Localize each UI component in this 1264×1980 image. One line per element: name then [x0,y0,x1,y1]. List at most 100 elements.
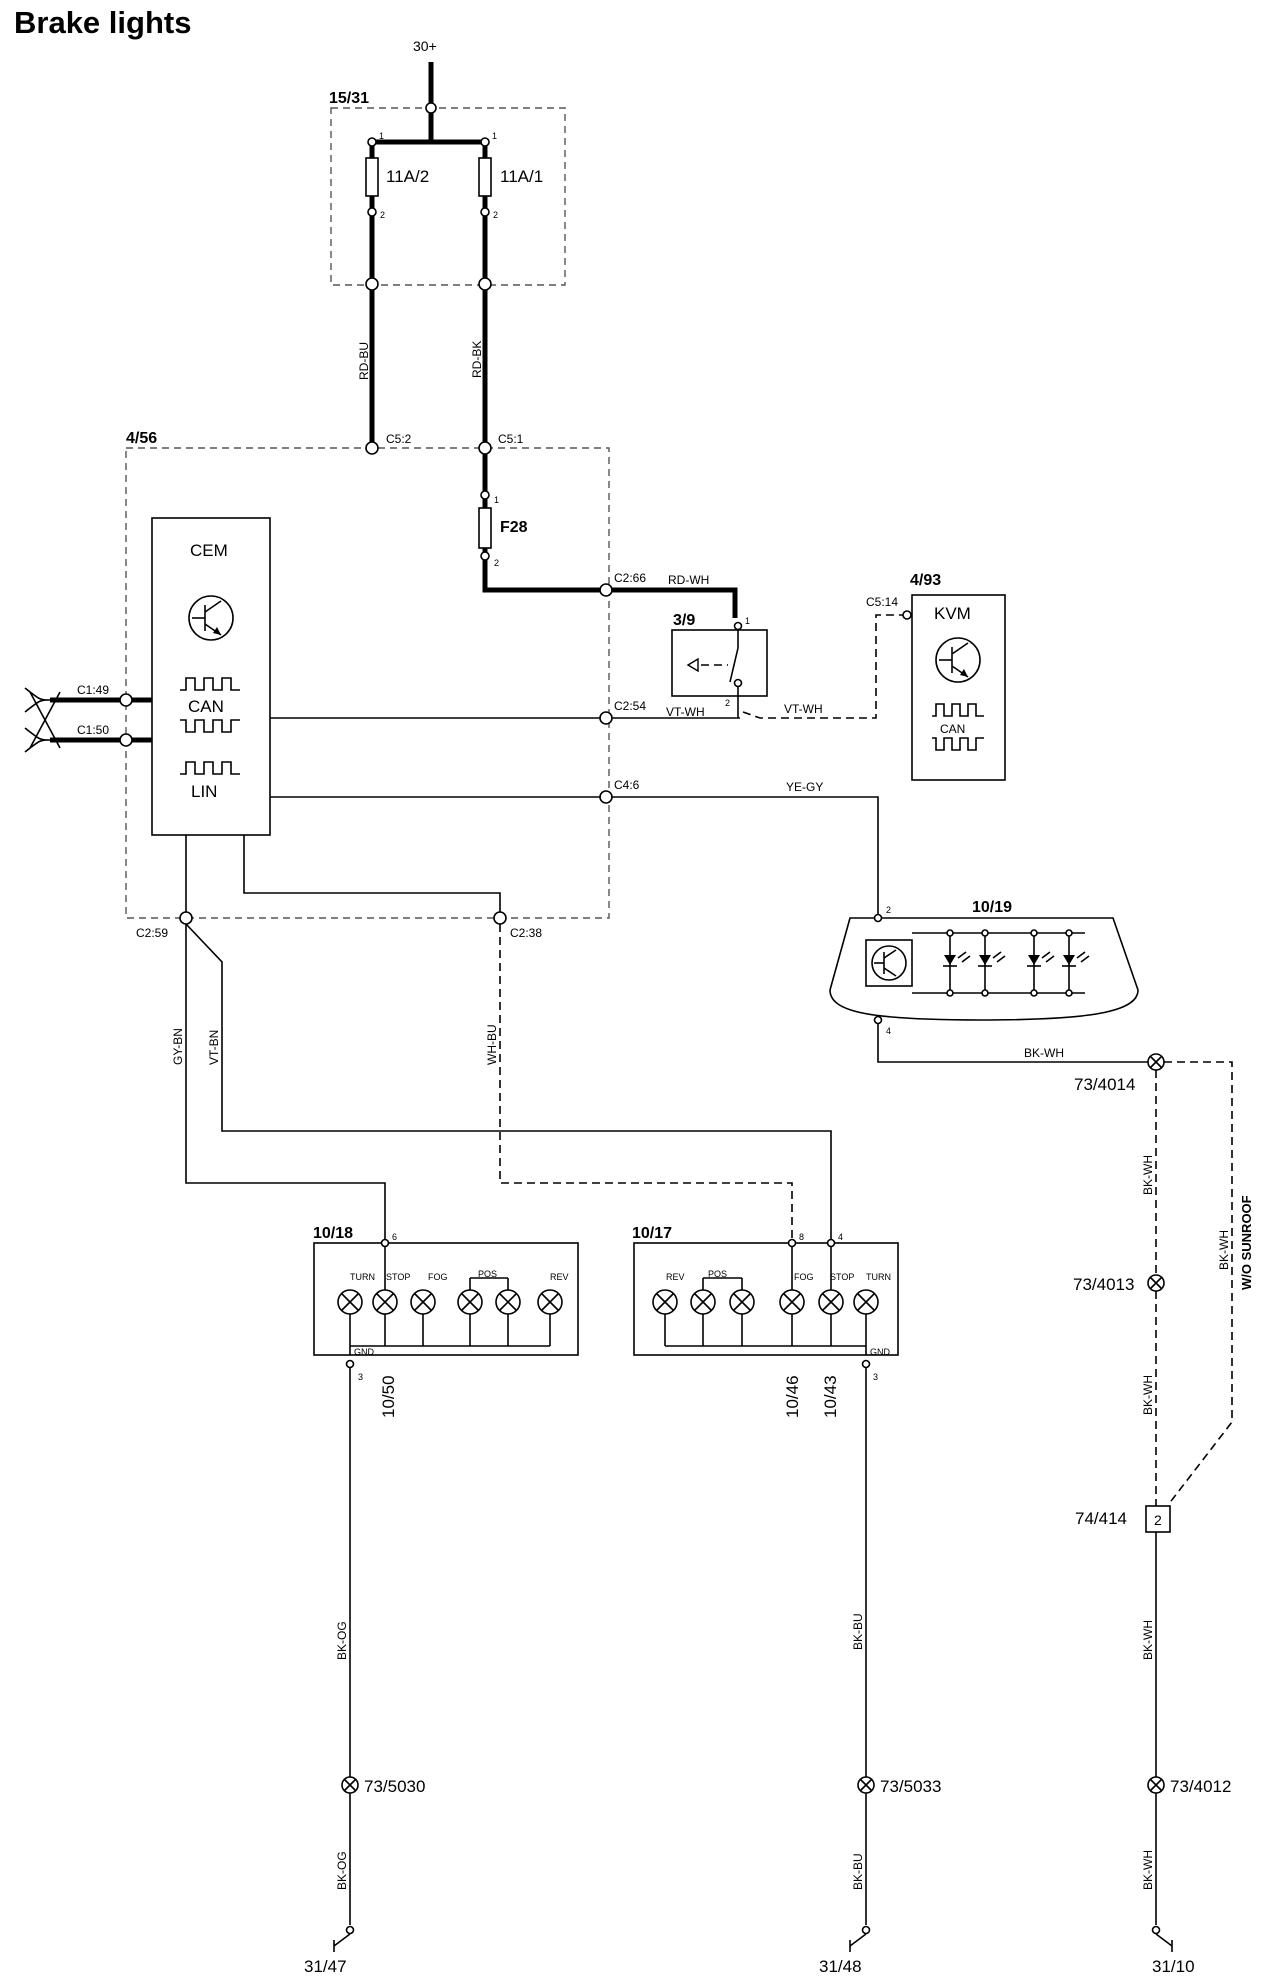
conn-c2-38: C2:38 [510,926,542,940]
conn-c2-66: C2:66 [614,571,646,585]
brake-switch-pin1: 1 [745,616,750,626]
can-signal-icon [180,677,240,733]
fuse-11a2-pin-in: 1 [379,131,384,141]
brake-switch-pin2: 2 [725,698,730,708]
wire-bk-bu-label-2: BK-BU [851,1853,865,1890]
note-sunroof: W/O SUNROOF [1239,1195,1254,1290]
splice-73-4012-label: 73/4012 [1170,1777,1231,1796]
rear-lamp-right-label-rev: REV [666,1272,685,1282]
conn-c2-59: C2:59 [136,926,168,940]
ground-31-48-label: 31/48 [819,1957,862,1976]
fuse-box-id: 15/31 [329,90,369,107]
kvm-connector: C5:14 [866,595,898,609]
high-brake-light-10-19: 10/19 2 4 [829,899,1139,1036]
wire-rd-wh-label: RD-WH [668,573,709,587]
splice-73-4013 [1147,1274,1165,1292]
wire-bk-wh-label-5: BK-WH [1141,1620,1155,1660]
fuse-f28-label: F28 [500,519,528,536]
ground-31-10-icon [1155,1933,1173,1952]
rear-lamp-left-pin-bottom: 3 [358,1372,363,1382]
twisted-pair-icon [24,687,61,753]
cem-lin-label: LIN [191,782,217,801]
cem-box [151,517,271,836]
bulb-pos-2-icon [495,1289,521,1346]
kvm-name: KVM [934,604,971,623]
rear-lamp-10-18: 10/18 6 GND 3 TURN STOP FOG POS REV [313,1225,579,1382]
rear-lamp-left-label-pos: POS [478,1269,497,1279]
wire-bk-og-label-2: BK-OG [335,1851,349,1890]
fuse-f28-icon [478,507,492,549]
fuse-11a1-pin-in: 1 [492,131,497,141]
diagram-title: Brake lights [14,5,191,40]
rear-lamp-left-label-fog: FOG [428,1272,448,1282]
rear-lamp-right-label-fog: FOG [794,1272,814,1282]
bulb-pos-1-icon [457,1289,483,1346]
rear-lamp-left-label-stop: STOP [386,1272,410,1282]
bulb-stop-icon [372,1289,398,1346]
rear-lamp-right-id: 10/17 [632,1225,672,1242]
connector-74-414-label: 74/414 [1075,1509,1127,1528]
wire-gy-bn-label: GY-BN [171,1028,185,1065]
fuse-f28-pin2: 2 [494,558,499,568]
lin-signal-icon [180,761,240,775]
splice-73-5033-label: 73/5033 [880,1777,941,1796]
splice-73-4012 [1147,1776,1165,1794]
conn-c2-54: C2:54 [614,699,646,713]
bulb-r-turn-icon [853,1289,879,1346]
fuse-11a1-icon [478,157,492,197]
wire-ye-gy-label: YE-GY [786,780,823,794]
wire-bk-wh-label-2: BK-WH [1141,1155,1155,1195]
bulb-r-stop-icon [818,1289,844,1346]
high-brake-light-pin4: 4 [886,1026,891,1036]
wire-rd-bu-label: RD-BU [357,342,371,380]
brake-switch-id: 3/9 [673,612,695,629]
splice-73-4013-label: 73/4013 [1073,1275,1134,1294]
rear-lamp-right-label-turn: TURN [866,1272,891,1282]
splice-73-5030-label: 73/5030 [364,1777,425,1796]
high-brake-light-id: 10/19 [972,899,1012,916]
wire-bk-bu-label-1: BK-BU [851,1613,865,1650]
rear-lamp-right-pin-8: 8 [799,1232,804,1242]
supply-label: 30+ [413,38,437,54]
conn-c5-1: C5:1 [498,432,524,446]
splice-73-4014 [1147,1053,1165,1071]
wire-wh-bu-label: WH-BU [485,1024,499,1065]
high-brake-light-pin2: 2 [886,905,891,915]
kvm-id: 4/93 [910,572,941,589]
brake-switch-3-9: 3/9 1 2 VT-WH [671,612,905,719]
rear-lamp-right-gnd: GND [870,1347,891,1357]
bulb-r-rev-icon [652,1289,678,1346]
rear-lamp-right-sub-id-1: 10/46 [783,1375,802,1418]
wire-bk-wh-label-1: BK-WH [1024,1046,1064,1060]
rear-lamp-right-label-stop: STOP [830,1272,854,1282]
wire-vt-wh-label-1: VT-WH [666,705,705,719]
rear-lamp-left-pin-top: 6 [392,1232,397,1242]
ground-31-48-icon [849,1933,867,1952]
bulb-r-pos-2-icon [729,1289,755,1346]
fuse-11a2-pin1 [367,137,377,147]
bulb-r-fog-icon [779,1289,805,1346]
fuse-f28-pin1: 1 [494,495,499,505]
bulb-rev-icon [537,1289,563,1346]
connector-74-414-pin: 2 [1154,1512,1162,1528]
cem-module-4-56: 4/56 C5:2 C5:1 1 F28 2 C2:66 RD-WH CEM [24,430,879,940]
rear-lamp-right-label-pos: POS [708,1269,727,1279]
kvm-can-signal-icon [932,703,984,751]
wire-bk-wh-label-3: BK-WH [1217,1230,1231,1270]
fuse-11a2-pin-out: 2 [380,210,385,220]
rear-lamp-10-17: 10/17 8 4 GND 3 REV POS FOG STOP TURN [632,1225,899,1382]
cem-can-label: CAN [188,697,224,716]
fuse-box-15-31: 15/31 1 1 11A/2 2 11A/1 2 [329,62,566,286]
kvm-transistor-icon [935,637,981,683]
cem-module-id: 4/56 [126,430,157,447]
fuse-11a2-icon [365,157,379,197]
rear-lamp-right-sub-id-2: 10/43 [821,1375,840,1418]
rear-lamp-left-id: 10/18 [313,1225,353,1242]
rear-lamp-left-gnd: GND [354,1347,375,1357]
wire-bk-og-label-1: BK-OG [335,1621,349,1660]
cem-name: CEM [190,541,228,560]
ground-31-47-icon [333,1933,351,1952]
conn-c5-2: C5:2 [386,432,412,446]
fuse-11a2-label: 11A/2 [386,167,429,186]
